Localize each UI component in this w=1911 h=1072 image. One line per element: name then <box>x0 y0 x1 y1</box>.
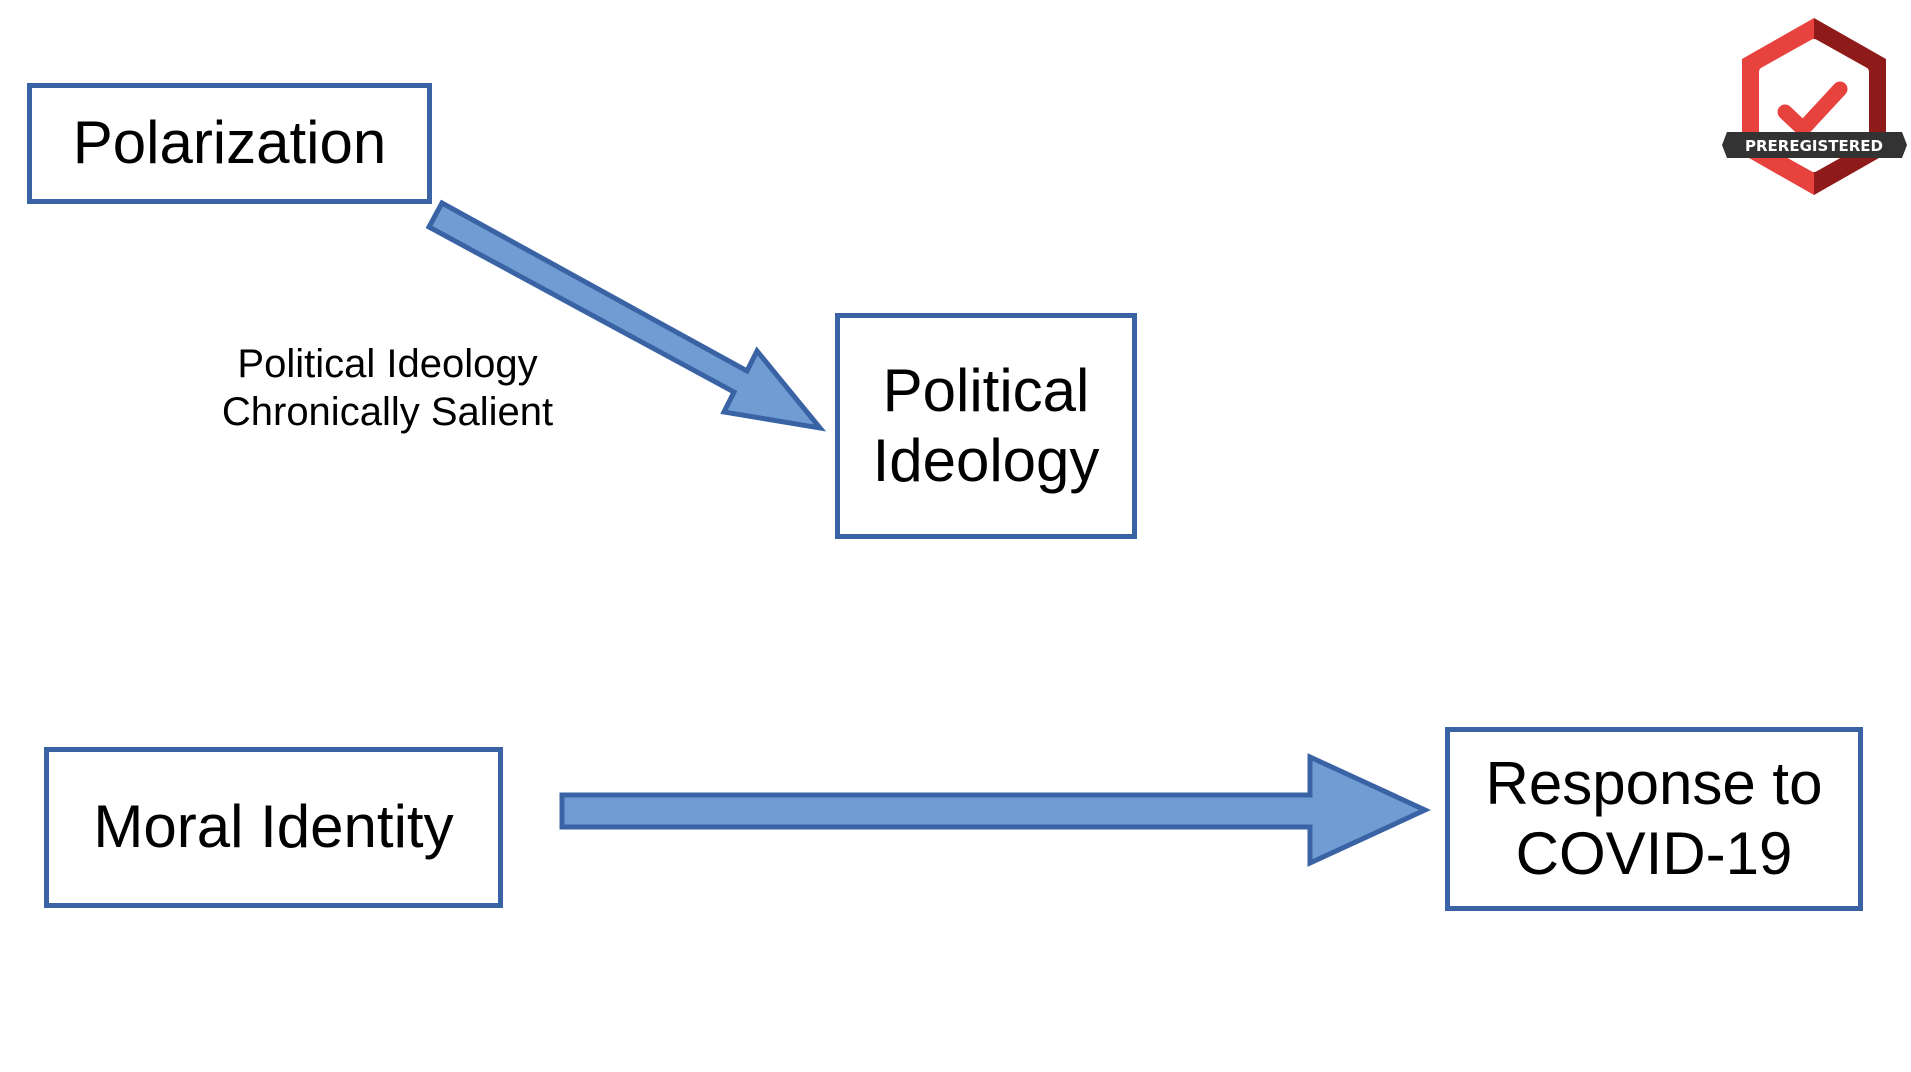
badge-banner <box>1722 132 1907 158</box>
node-moral-identity: Moral Identity <box>44 747 503 908</box>
node-polarization: Polarization <box>27 83 432 204</box>
badge-text: PREREGISTERED <box>1745 137 1883 155</box>
node-response-to-covid-label: Response to COVID-19 <box>1485 749 1823 887</box>
node-polarization-label: Polarization <box>72 109 387 177</box>
edge-label-chronically-salient: Political Ideology Chronically Salient <box>221 342 554 434</box>
arrow-moral-identity-to-response <box>559 753 1431 867</box>
node-moral-identity-label: Moral Identity <box>93 793 454 861</box>
node-political-ideology-label: Political Ideology <box>872 356 1100 494</box>
node-political-ideology: Political Ideology <box>835 313 1137 539</box>
checkmark-icon <box>1777 81 1848 137</box>
node-response-to-covid: Response to COVID-19 <box>1445 727 1863 911</box>
arrow-polarization-to-ideology <box>425 199 827 432</box>
preregistered-badge: PREREGISTERED <box>1722 18 1907 195</box>
